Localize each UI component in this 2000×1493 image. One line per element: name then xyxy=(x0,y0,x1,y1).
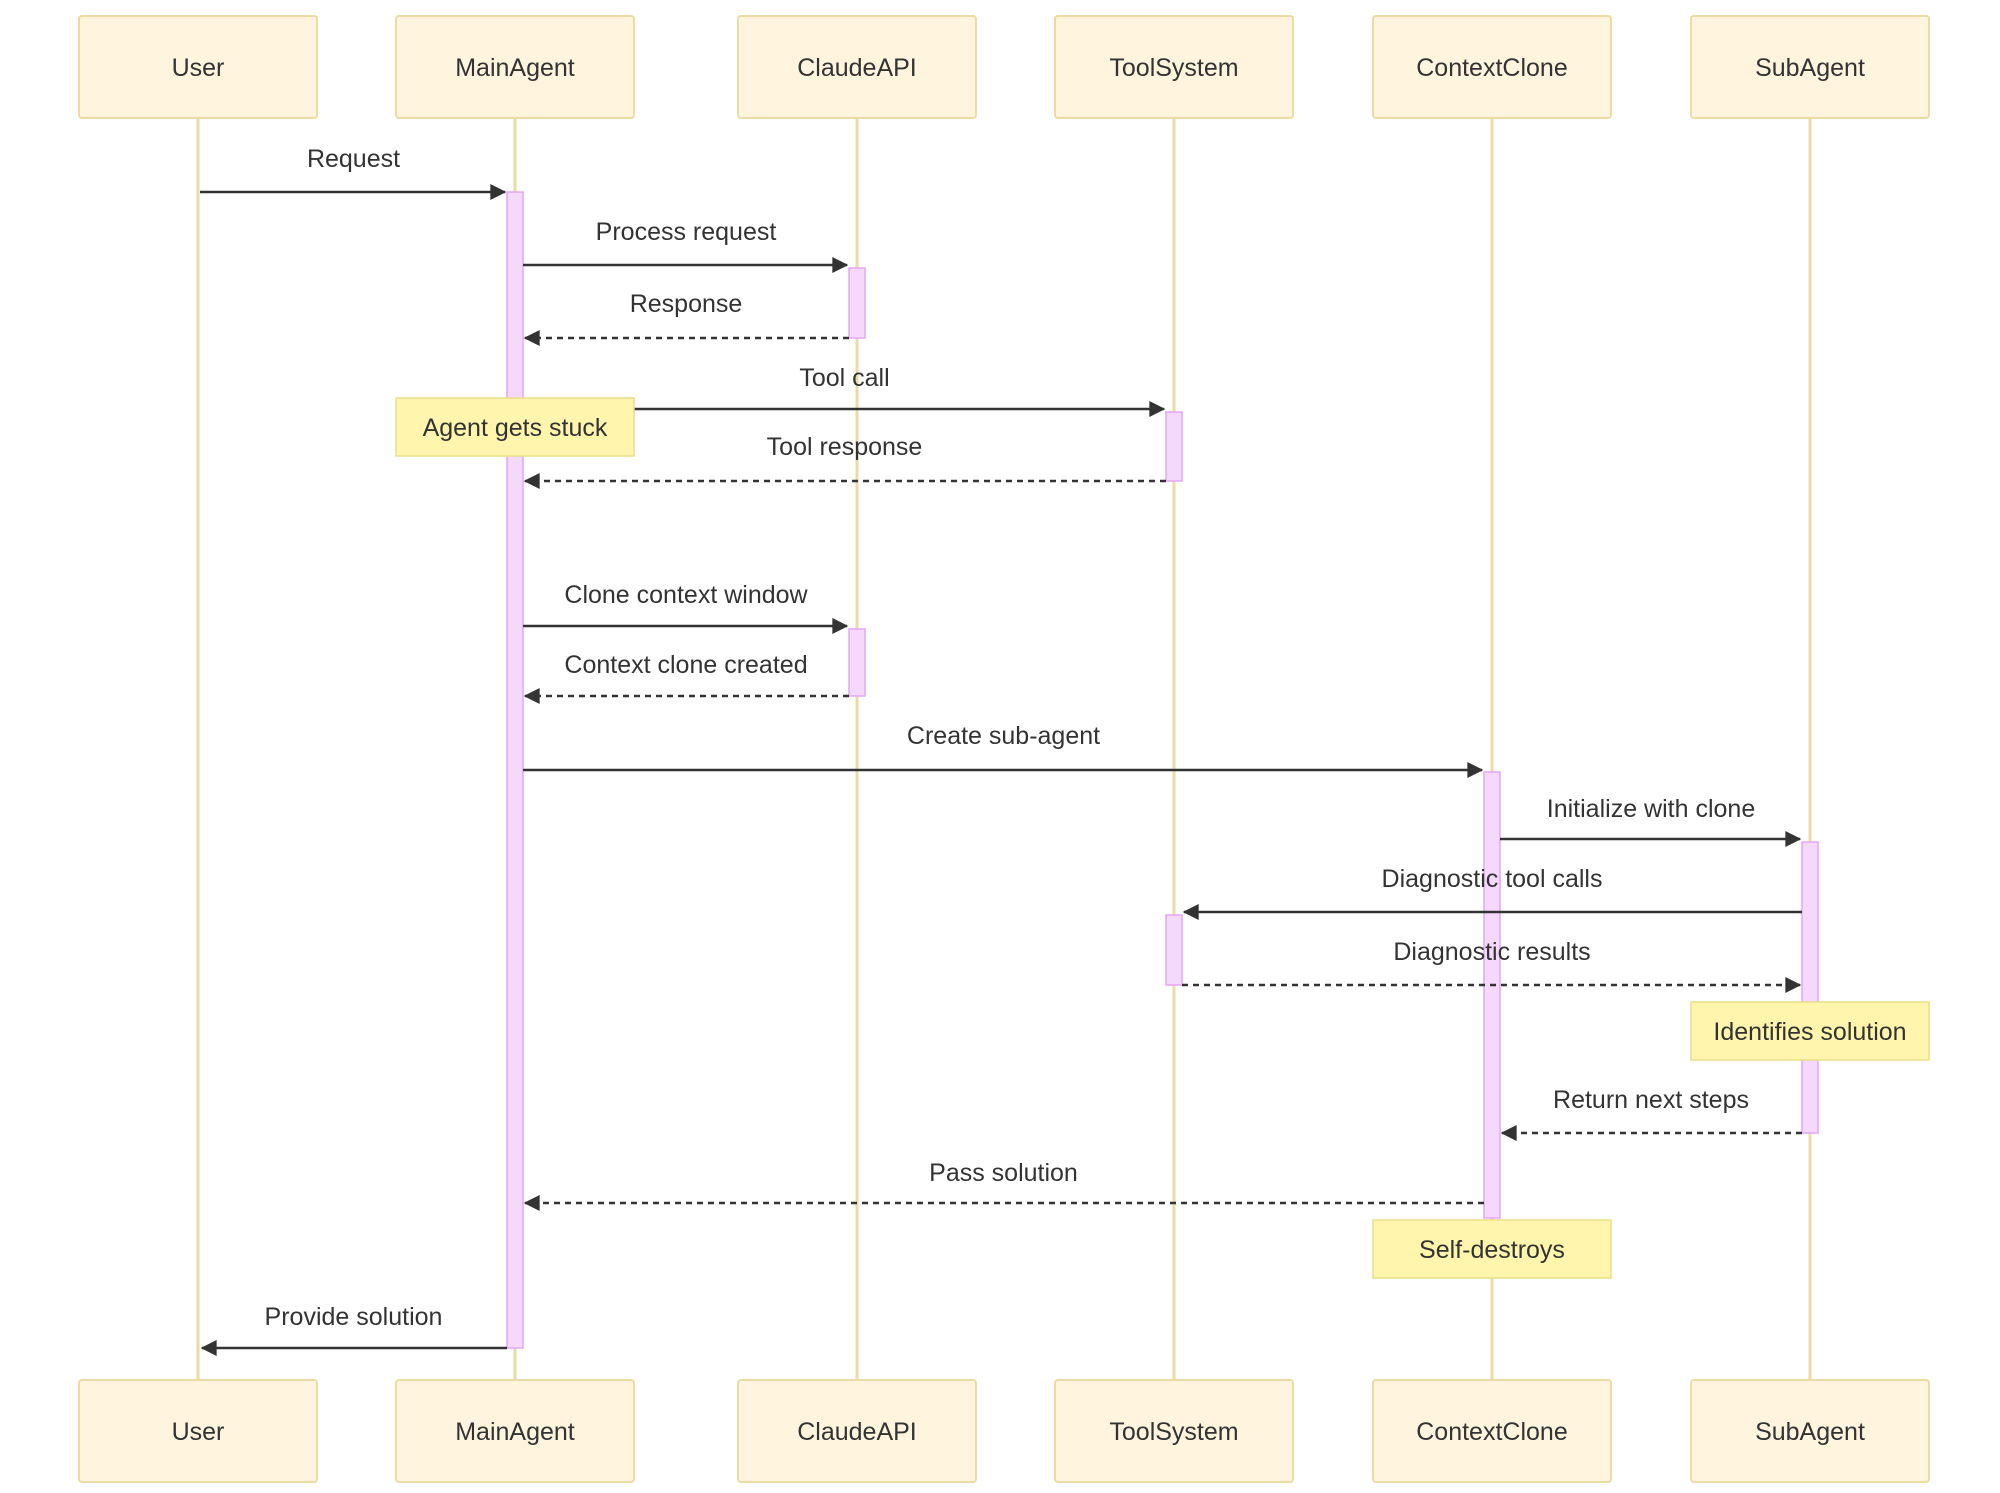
participants: UserUserMainAgentMainAgentClaudeAPIClaud… xyxy=(78,15,1930,1483)
participant-label: SubAgent xyxy=(1755,54,1865,82)
participant-top-mainagent: MainAgent xyxy=(395,15,635,119)
message-response: Response xyxy=(523,290,849,346)
participant-top-toolsystem: ToolSystem xyxy=(1054,15,1294,119)
activation-bar-claudeapi xyxy=(848,628,866,697)
message-return-next-steps: Return next steps xyxy=(1500,1086,1802,1141)
message-diagnostic-tool-calls: Diagnostic tool calls xyxy=(1182,865,1802,920)
message-label: Pass solution xyxy=(929,1159,1078,1187)
message-create-sub-agent: Create sub-agent xyxy=(523,722,1484,778)
message-label: Process request xyxy=(596,218,777,246)
message-label: Tool response xyxy=(767,433,923,461)
note-label: Self-destroys xyxy=(1419,1236,1565,1264)
message-label: Tool call xyxy=(799,364,889,392)
message-label: Create sub-agent xyxy=(907,722,1100,750)
participant-box xyxy=(395,1379,635,1483)
activations xyxy=(506,191,1819,1349)
participant-box xyxy=(78,15,318,119)
participant-label: SubAgent xyxy=(1755,1418,1865,1446)
note-box xyxy=(395,397,635,457)
message-label: Provide solution xyxy=(265,1303,443,1331)
activation-bar-contextclone xyxy=(1483,771,1501,1219)
message-diagnostic-results: Diagnostic results xyxy=(1182,938,1802,993)
note-box xyxy=(1372,1219,1612,1279)
participant-label: ClaudeAPI xyxy=(797,54,917,82)
participant-box xyxy=(1690,15,1930,119)
message-label: Return next steps xyxy=(1553,1086,1749,1114)
message-label: Response xyxy=(630,290,743,318)
participant-box xyxy=(1054,1379,1294,1483)
note-agent-gets-stuck: Agent gets stuck xyxy=(395,397,635,457)
participant-top-subagent: SubAgent xyxy=(1690,15,1930,119)
participant-label: ContextClone xyxy=(1416,54,1567,82)
note-label: Identifies solution xyxy=(1713,1018,1906,1046)
message-context-clone-created: Context clone created xyxy=(523,651,849,704)
message-initialize-with-clone: Initialize with clone xyxy=(1500,795,1802,847)
message-pass-solution: Pass solution xyxy=(523,1159,1484,1211)
message-clone-context-window: Clone context window xyxy=(523,581,849,634)
participant-box xyxy=(737,1379,977,1483)
activation-bar-toolsystem xyxy=(1165,914,1183,986)
participant-box xyxy=(1372,15,1612,119)
participant-bottom-toolsystem: ToolSystem xyxy=(1054,1379,1294,1483)
participant-label: User xyxy=(172,1418,225,1446)
message-label: Clone context window xyxy=(564,581,808,609)
message-label: Diagnostic results xyxy=(1393,938,1590,966)
note-identifies-solution: Identifies solution xyxy=(1690,1001,1930,1061)
participant-box xyxy=(78,1379,318,1483)
message-provide-solution: Provide solution xyxy=(200,1303,507,1356)
participant-label: User xyxy=(172,54,225,82)
activation-bar-subagent xyxy=(1801,841,1819,1134)
participant-box xyxy=(737,15,977,119)
message-label: Diagnostic tool calls xyxy=(1382,865,1603,893)
participant-bottom-subagent: SubAgent xyxy=(1690,1379,1930,1483)
note-self-destroys: Self-destroys xyxy=(1372,1219,1612,1279)
participant-box xyxy=(1054,15,1294,119)
message-request: Request xyxy=(200,145,507,200)
participant-bottom-contextclone: ContextClone xyxy=(1372,1379,1612,1483)
activation-bar-claudeapi xyxy=(848,267,866,339)
participant-top-user: User xyxy=(78,15,318,119)
message-label: Request xyxy=(307,145,400,173)
message-tool-response: Tool response xyxy=(523,433,1166,489)
message-process-request: Process request xyxy=(523,218,849,273)
participant-label: ClaudeAPI xyxy=(797,1418,917,1446)
activation-bar-mainagent xyxy=(506,191,524,1349)
participant-label: MainAgent xyxy=(455,1418,575,1446)
participant-bottom-mainagent: MainAgent xyxy=(395,1379,635,1483)
participant-top-claudeapi: ClaudeAPI xyxy=(737,15,977,119)
participant-label: MainAgent xyxy=(455,54,575,82)
note-label: Agent gets stuck xyxy=(423,414,608,442)
message-label: Initialize with clone xyxy=(1547,795,1755,823)
participant-bottom-user: User xyxy=(78,1379,318,1483)
note-box xyxy=(1690,1001,1930,1061)
participant-label: ContextClone xyxy=(1416,1418,1567,1446)
participant-bottom-claudeapi: ClaudeAPI xyxy=(737,1379,977,1483)
participant-box xyxy=(1690,1379,1930,1483)
participant-box xyxy=(1372,1379,1612,1483)
participant-top-contextclone: ContextClone xyxy=(1372,15,1612,119)
participant-box xyxy=(395,15,635,119)
activation-bar-toolsystem xyxy=(1165,411,1183,482)
participant-label: ToolSystem xyxy=(1109,54,1238,82)
message-label: Context clone created xyxy=(564,651,807,679)
participant-label: ToolSystem xyxy=(1109,1418,1238,1446)
